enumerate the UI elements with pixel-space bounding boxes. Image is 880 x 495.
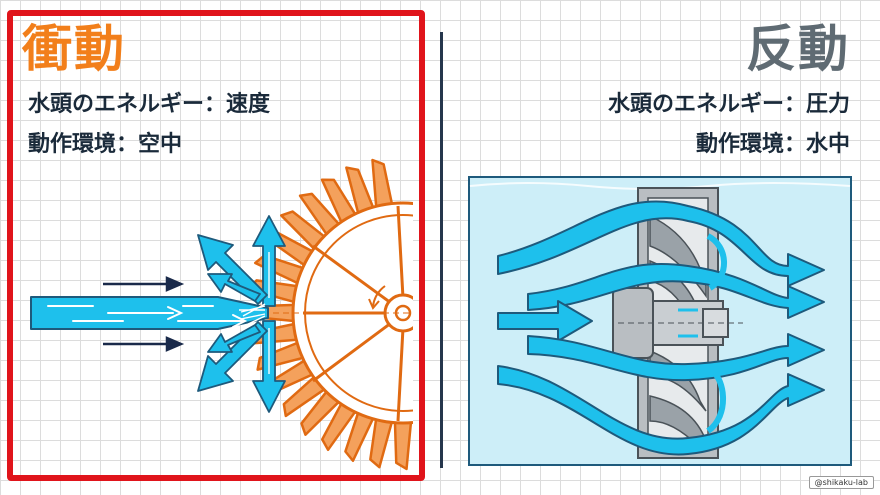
wheel-bucket: [298, 192, 342, 237]
reaction-turbine-diagram: [468, 176, 852, 466]
wheel-bucket: [320, 400, 358, 452]
impulse-environment-label: 動作環境：空中: [28, 132, 183, 157]
wheel-bucket: [345, 166, 376, 216]
credit-badge: @shikaku-lab: [808, 476, 874, 489]
wheel-bucket: [320, 178, 358, 226]
wheel-bucket: [344, 410, 376, 463]
water-jet: [30, 296, 269, 330]
water-flow-arrows: [497, 200, 825, 456]
wheel-bucket: [369, 416, 394, 469]
impulse-energy-label: 水頭のエネルギー：速度: [28, 92, 271, 117]
impulse-title: 衝動: [22, 20, 126, 78]
flow-direction-arrows: [103, 276, 185, 352]
panel-divider: [440, 32, 443, 468]
wheel-bucket: [393, 419, 413, 471]
reaction-energy-label: 水頭のエネルギー：圧力: [607, 92, 850, 117]
wheel-bucket: [280, 210, 327, 252]
impulse-turbine-diagram: [30, 158, 413, 471]
reaction-title: 反動: [746, 20, 850, 78]
impulse-panel-frame: [7, 10, 425, 481]
reaction-environment-label: 動作環境：水中: [695, 132, 850, 157]
wheel-bucket: [300, 389, 342, 436]
wheel-bucket: [282, 374, 327, 418]
wheel-bucket: [371, 158, 394, 210]
